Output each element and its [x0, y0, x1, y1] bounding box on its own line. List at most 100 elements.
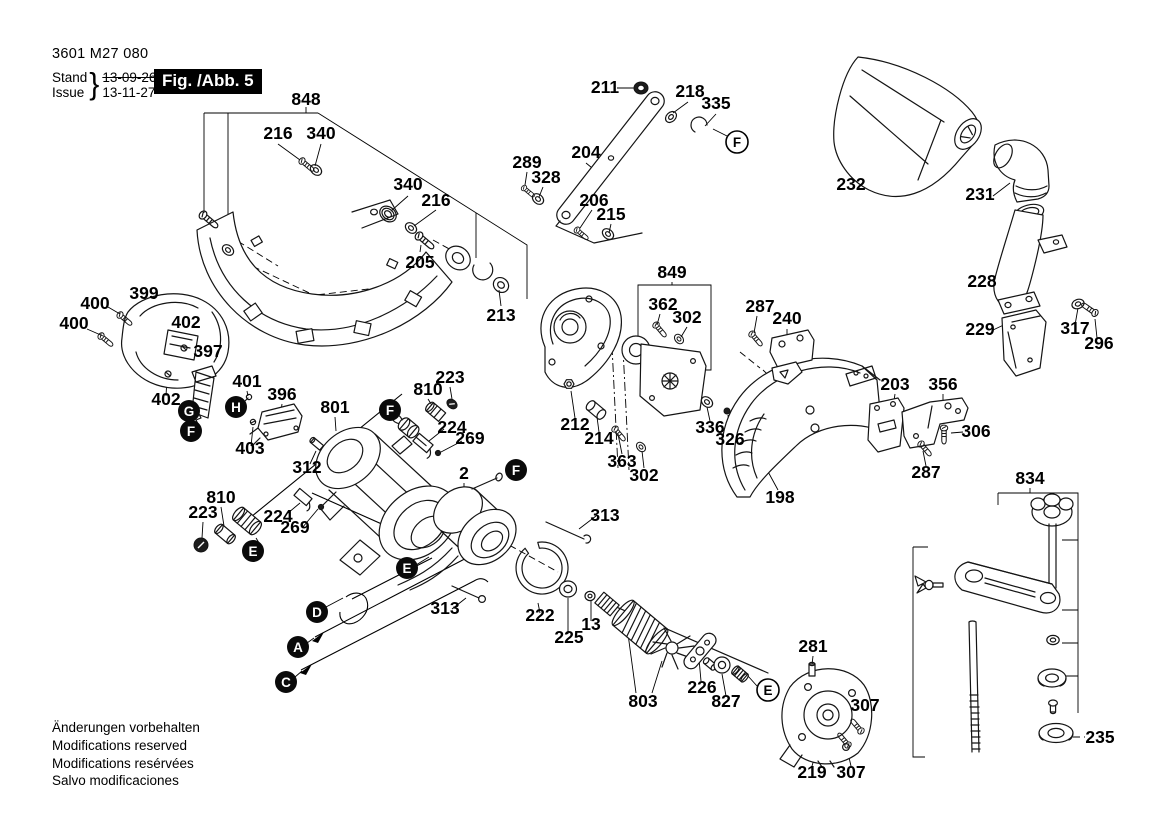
part-label-287: 287 — [745, 296, 774, 316]
part-label-335: 335 — [701, 93, 730, 113]
part-label-213: 213 — [486, 305, 515, 325]
part-label-827: 827 — [711, 691, 740, 711]
part-label-215: 215 — [596, 204, 625, 224]
part-label-307: 307 — [850, 695, 879, 715]
part-label-399: 399 — [129, 283, 158, 303]
svg-text:E: E — [402, 561, 411, 576]
wire-arrow-c — [300, 664, 312, 675]
issue-label: Issue — [52, 85, 85, 101]
part-label-240: 240 — [772, 308, 801, 328]
part-label-307b: 307 — [836, 762, 865, 782]
part-label-281: 281 — [798, 636, 827, 656]
connector-letter-E-open: E — [756, 678, 780, 702]
bracket-834 — [912, 488, 1079, 758]
part-label-302: 302 — [672, 307, 701, 327]
part-label-849: 849 — [657, 262, 686, 282]
part-label-225: 225 — [554, 627, 583, 647]
part-label-224b: 224 — [263, 506, 292, 526]
connector-letter-C: C — [275, 671, 297, 693]
part-label-834: 834 — [1015, 468, 1044, 488]
part-label-362: 362 — [648, 294, 677, 314]
svg-text:D: D — [312, 605, 322, 620]
part-label-401: 401 — [232, 371, 261, 391]
part-label-228: 228 — [967, 271, 996, 291]
notice-line-es: Salvo modificaciones — [52, 773, 179, 789]
part-label-317: 317 — [1060, 318, 1089, 338]
document-number: 3601 M27 080 — [52, 46, 149, 62]
part-label-312: 312 — [292, 457, 321, 477]
part-label-397: 397 — [193, 341, 222, 361]
armature-803-drawing — [558, 580, 769, 683]
part-label-203: 203 — [880, 374, 909, 394]
fan-drawing — [650, 627, 695, 670]
svg-text:E: E — [763, 683, 772, 698]
part-label-269b: 269 — [280, 517, 309, 537]
part-label-231: 231 — [965, 184, 994, 204]
part-label-302b: 302 — [629, 465, 658, 485]
part-label-400b: 400 — [59, 313, 88, 333]
part-label-801: 801 — [320, 397, 349, 417]
part-label-219: 219 — [797, 762, 826, 782]
chute-228-drawing — [993, 203, 1068, 315]
part-label-216: 216 — [263, 123, 292, 143]
part-label-287b: 287 — [911, 462, 940, 482]
connector-letter-F-open: F — [725, 130, 749, 154]
svg-text:G: G — [184, 404, 195, 419]
connector-letter-F2: F — [379, 399, 401, 421]
deflector-229-drawing — [1001, 296, 1101, 377]
svg-text:E: E — [248, 544, 257, 559]
connector-letter-A: A — [287, 636, 309, 658]
issue-date: 13-11-27 — [102, 85, 156, 101]
part-label-810: 810 — [413, 379, 442, 399]
lower-guard-198-drawing — [721, 357, 883, 498]
connector-letter-F3: F — [505, 459, 527, 481]
part-label-336: 336 — [695, 417, 724, 437]
part-label-326: 326 — [715, 429, 744, 449]
svg-text:C: C — [281, 675, 291, 690]
part-label-340b: 340 — [393, 174, 422, 194]
part-label-848: 848 — [291, 89, 320, 109]
leader-lines-top — [277, 87, 1098, 339]
upper-guard-848-drawing — [196, 156, 510, 347]
bracket-203-drawing — [867, 397, 905, 453]
connector-letter-D: D — [306, 601, 328, 623]
connector-letter-F1: F — [180, 420, 202, 442]
connector-letter-H: H — [225, 396, 247, 418]
part-label-340: 340 — [306, 123, 335, 143]
part-label-218: 218 — [675, 81, 704, 101]
part-label-198: 198 — [765, 487, 794, 507]
part-label-328: 328 — [531, 167, 560, 187]
gear-cover-drawing — [540, 287, 622, 388]
connector-letter-E1: E — [242, 540, 264, 562]
clamp-ring-222-drawing — [515, 541, 569, 595]
part-label-206: 206 — [579, 190, 608, 210]
part-label-226: 226 — [687, 677, 716, 697]
part-label-400: 400 — [80, 293, 109, 313]
part-number-labels: 848 216 340 340 216 205 213 211 218 335 … — [59, 77, 1114, 782]
dashed-alignment-lines — [209, 223, 1085, 738]
notice-line-en: Modifications reserved — [52, 737, 188, 753]
connector-letter-E2: E — [396, 557, 418, 579]
bracket-240-drawing — [747, 329, 815, 385]
field-cup-2-drawing — [397, 472, 592, 603]
svg-text:F: F — [512, 463, 520, 478]
brush-set-lower-drawing — [193, 487, 325, 553]
brake-plate-849-drawing — [563, 320, 731, 455]
axis-lines-849 — [611, 345, 630, 471]
part-label-313: 313 — [590, 505, 619, 525]
part-label-222: 222 — [525, 605, 554, 625]
part-label-229: 229 — [965, 319, 994, 339]
brush-set-upper-drawing — [391, 398, 458, 459]
part-label-2: 2 — [459, 463, 469, 483]
part-label-313b: 313 — [430, 598, 459, 618]
modifications-notice: Änderungen vorbehalten Modifications res… — [52, 719, 200, 790]
lever-204-drawing — [519, 81, 708, 244]
revision-block: Stand Issue } 13-09-26 13-11-27 — [52, 68, 156, 103]
part-label-363: 363 — [607, 451, 636, 471]
part-label-296: 296 — [1084, 333, 1113, 353]
part-label-810b: 810 — [206, 487, 235, 507]
stand-date: 13-09-26 — [102, 69, 157, 85]
connector-letter-G: G — [178, 400, 200, 422]
